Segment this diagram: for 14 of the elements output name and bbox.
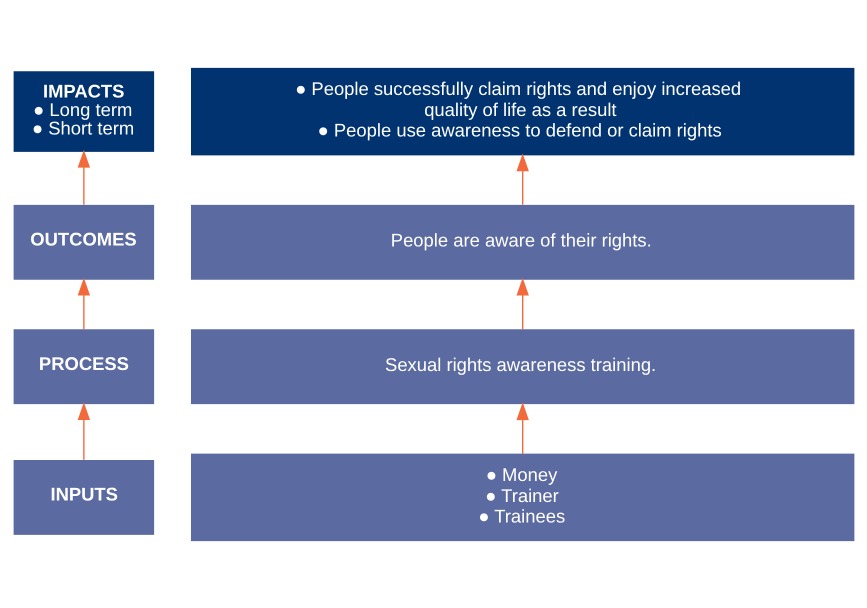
node-box: ● Money ● Trainer ● Trainees: [190, 453, 854, 541]
node-box: Sexual rights awareness training.: [190, 328, 854, 404]
arrow: [77, 277, 90, 329]
arrow: [77, 149, 90, 204]
node-box: INPUTS: [13, 460, 154, 534]
arrow: [516, 402, 528, 453]
node-box: PROCESS: [13, 328, 154, 404]
arrow: [516, 153, 528, 204]
node-box: ● People successfully claim rights and enjoy increased quality of life as a result ● People use awareness to defend or claim rights: [190, 67, 854, 155]
arrow: [77, 402, 90, 460]
node-box: IMPACTS ● Long term ● Short term: [13, 70, 154, 152]
node-box: People are aware of their rights.: [190, 204, 854, 280]
arrow: [516, 277, 528, 329]
node-box: OUTCOMES: [13, 204, 154, 280]
